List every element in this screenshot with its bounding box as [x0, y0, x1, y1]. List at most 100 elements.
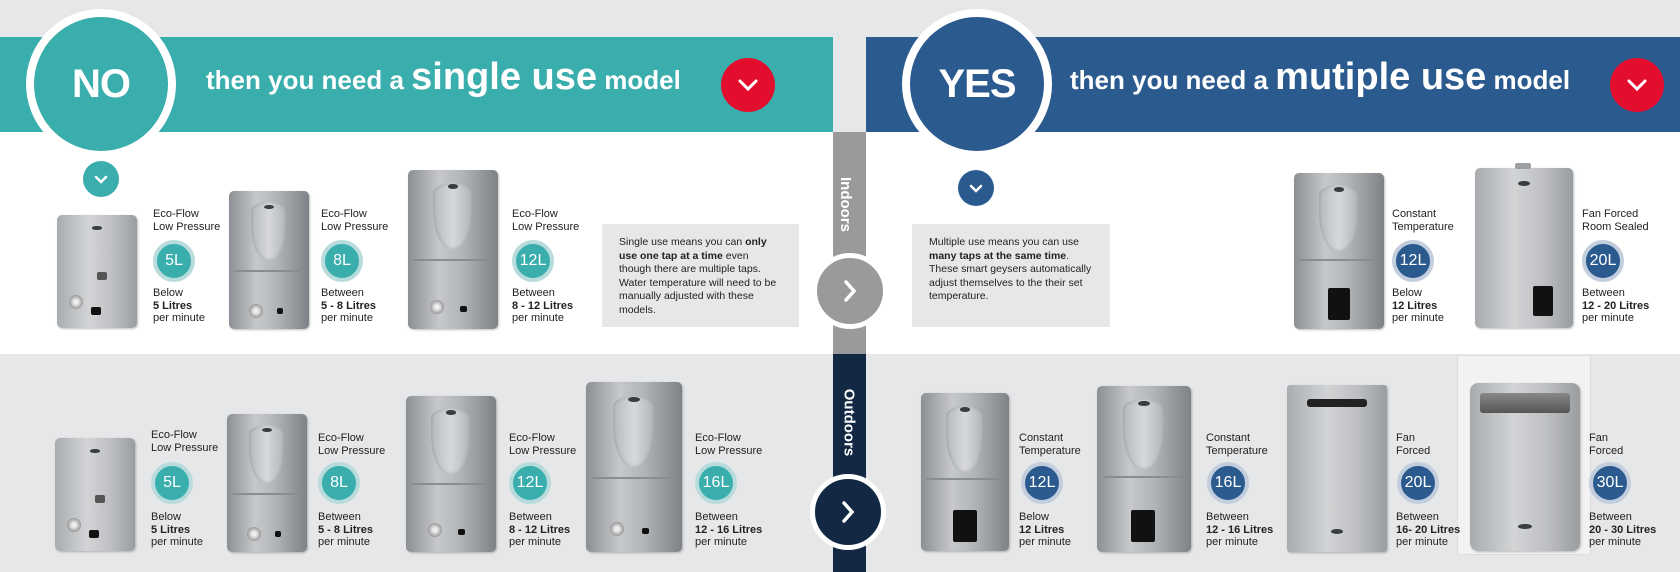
digital-display-icon [1533, 286, 1553, 316]
range-value: 8 - 12 Litres [512, 299, 574, 312]
range-value: 12 Litres [1392, 299, 1438, 312]
indoors-next-button[interactable] [812, 253, 888, 329]
range-prefix: Between [1206, 511, 1249, 523]
capacity-badge: 5L [153, 240, 195, 282]
divider-line [233, 269, 305, 272]
type-line-2: Forced [1396, 444, 1431, 457]
divider-line [411, 483, 491, 486]
capacity-badge: 12L [509, 462, 551, 504]
single-use-headline: then you need a single use model [206, 56, 681, 99]
outdoors-next-button[interactable] [810, 474, 886, 550]
range-unit: per minute [1582, 312, 1634, 324]
brand-logo-icon [959, 407, 971, 412]
range-prefix: Between [321, 287, 364, 299]
info-text: . These smart geysers automatically adju… [929, 249, 1092, 303]
expand-single-use-button[interactable] [721, 58, 775, 112]
range-unit: per minute [509, 536, 561, 548]
geyser-image [921, 393, 1009, 551]
chevron-down-icon [969, 184, 983, 193]
display-icon [458, 529, 465, 535]
divider-line [591, 477, 677, 480]
range-value: 5 - 8 Litres [321, 299, 377, 312]
info-text-bold: many taps at the same time [929, 249, 1067, 262]
geyser-image [1475, 163, 1573, 328]
chevron-down-icon [738, 79, 758, 91]
divider-line [413, 259, 493, 262]
vent-icon [1480, 393, 1570, 413]
display-icon [91, 307, 101, 315]
display-icon [89, 530, 99, 538]
knob-icon [67, 518, 81, 532]
range-value: 12 - 20 Litres [1582, 299, 1650, 312]
range-prefix: Between [509, 511, 552, 523]
range-prefix: Between [1396, 511, 1439, 523]
panel-icon [433, 182, 473, 250]
brand-logo-icon [628, 397, 640, 403]
geyser-image [227, 414, 307, 552]
type-line-1: Eco-Flow [318, 432, 364, 444]
outdoors-label: Outdoors [840, 388, 858, 457]
divider-line [231, 492, 303, 495]
brand-logo-icon [1518, 180, 1530, 186]
flue-cap [1515, 163, 1531, 169]
headline-text-pre: then you need a [206, 65, 404, 95]
info-text-bold: only use one tap at a time [619, 236, 767, 262]
capacity-badge: 16L [1207, 462, 1249, 504]
digital-display-icon [953, 510, 977, 542]
multiple-use-headline: then you need a mutiple use model [1070, 56, 1570, 99]
display-icon [277, 308, 283, 314]
brand-logo-icon [90, 449, 100, 453]
type-line-2: Temperature [1206, 444, 1268, 457]
type-line-1: Eco-Flow [153, 208, 199, 220]
brand-logo-icon [1138, 400, 1150, 406]
brand-logo-icon [445, 410, 457, 415]
type-line-2: Room Sealed [1582, 220, 1649, 233]
range-unit: per minute [318, 536, 370, 548]
divider-line [926, 478, 1004, 481]
panel-icon [612, 395, 656, 467]
brand-logo-icon [264, 204, 274, 209]
geyser-image [57, 215, 137, 328]
chevron-right-icon [844, 280, 857, 302]
multiple-use-expand-toggle[interactable] [958, 170, 994, 206]
single-use-expand-toggle[interactable] [83, 161, 119, 197]
range-prefix: Below [153, 287, 183, 299]
capacity-badge: 12L [1021, 462, 1063, 504]
type-line-2: Low Pressure [153, 220, 221, 233]
display-icon [460, 306, 467, 312]
type-line-2: Forced [1589, 444, 1624, 457]
capacity-badge: 16L [695, 462, 737, 504]
range-prefix: Between [512, 287, 555, 299]
indoors-label: Indoors [837, 177, 854, 232]
divider-line [1299, 258, 1379, 261]
range-prefix: Between [318, 511, 361, 523]
range-value: 5 Litres [153, 299, 193, 312]
knob-icon [430, 300, 444, 314]
vent-icon [97, 272, 107, 280]
digital-display-icon [1328, 288, 1350, 320]
type-line-2: Low Pressure [151, 441, 219, 454]
type-line-1: Fan [1589, 432, 1608, 444]
brand-logo-icon [1333, 187, 1345, 192]
range-unit: per minute [153, 312, 205, 324]
range-unit: per minute [695, 536, 747, 548]
brand-logo-icon [92, 226, 102, 230]
range-value: 5 - 8 Litres [318, 523, 374, 536]
capacity-badge: 20L [1397, 462, 1439, 504]
range-value: 12 - 16 Litres [695, 523, 763, 536]
type-line-2: Low Pressure [318, 444, 386, 457]
geyser-image [1294, 173, 1384, 329]
expand-multiple-use-button[interactable] [1610, 58, 1664, 112]
capacity-badge: 5L [151, 462, 193, 504]
headline-text-big: mutiple use [1275, 56, 1487, 98]
